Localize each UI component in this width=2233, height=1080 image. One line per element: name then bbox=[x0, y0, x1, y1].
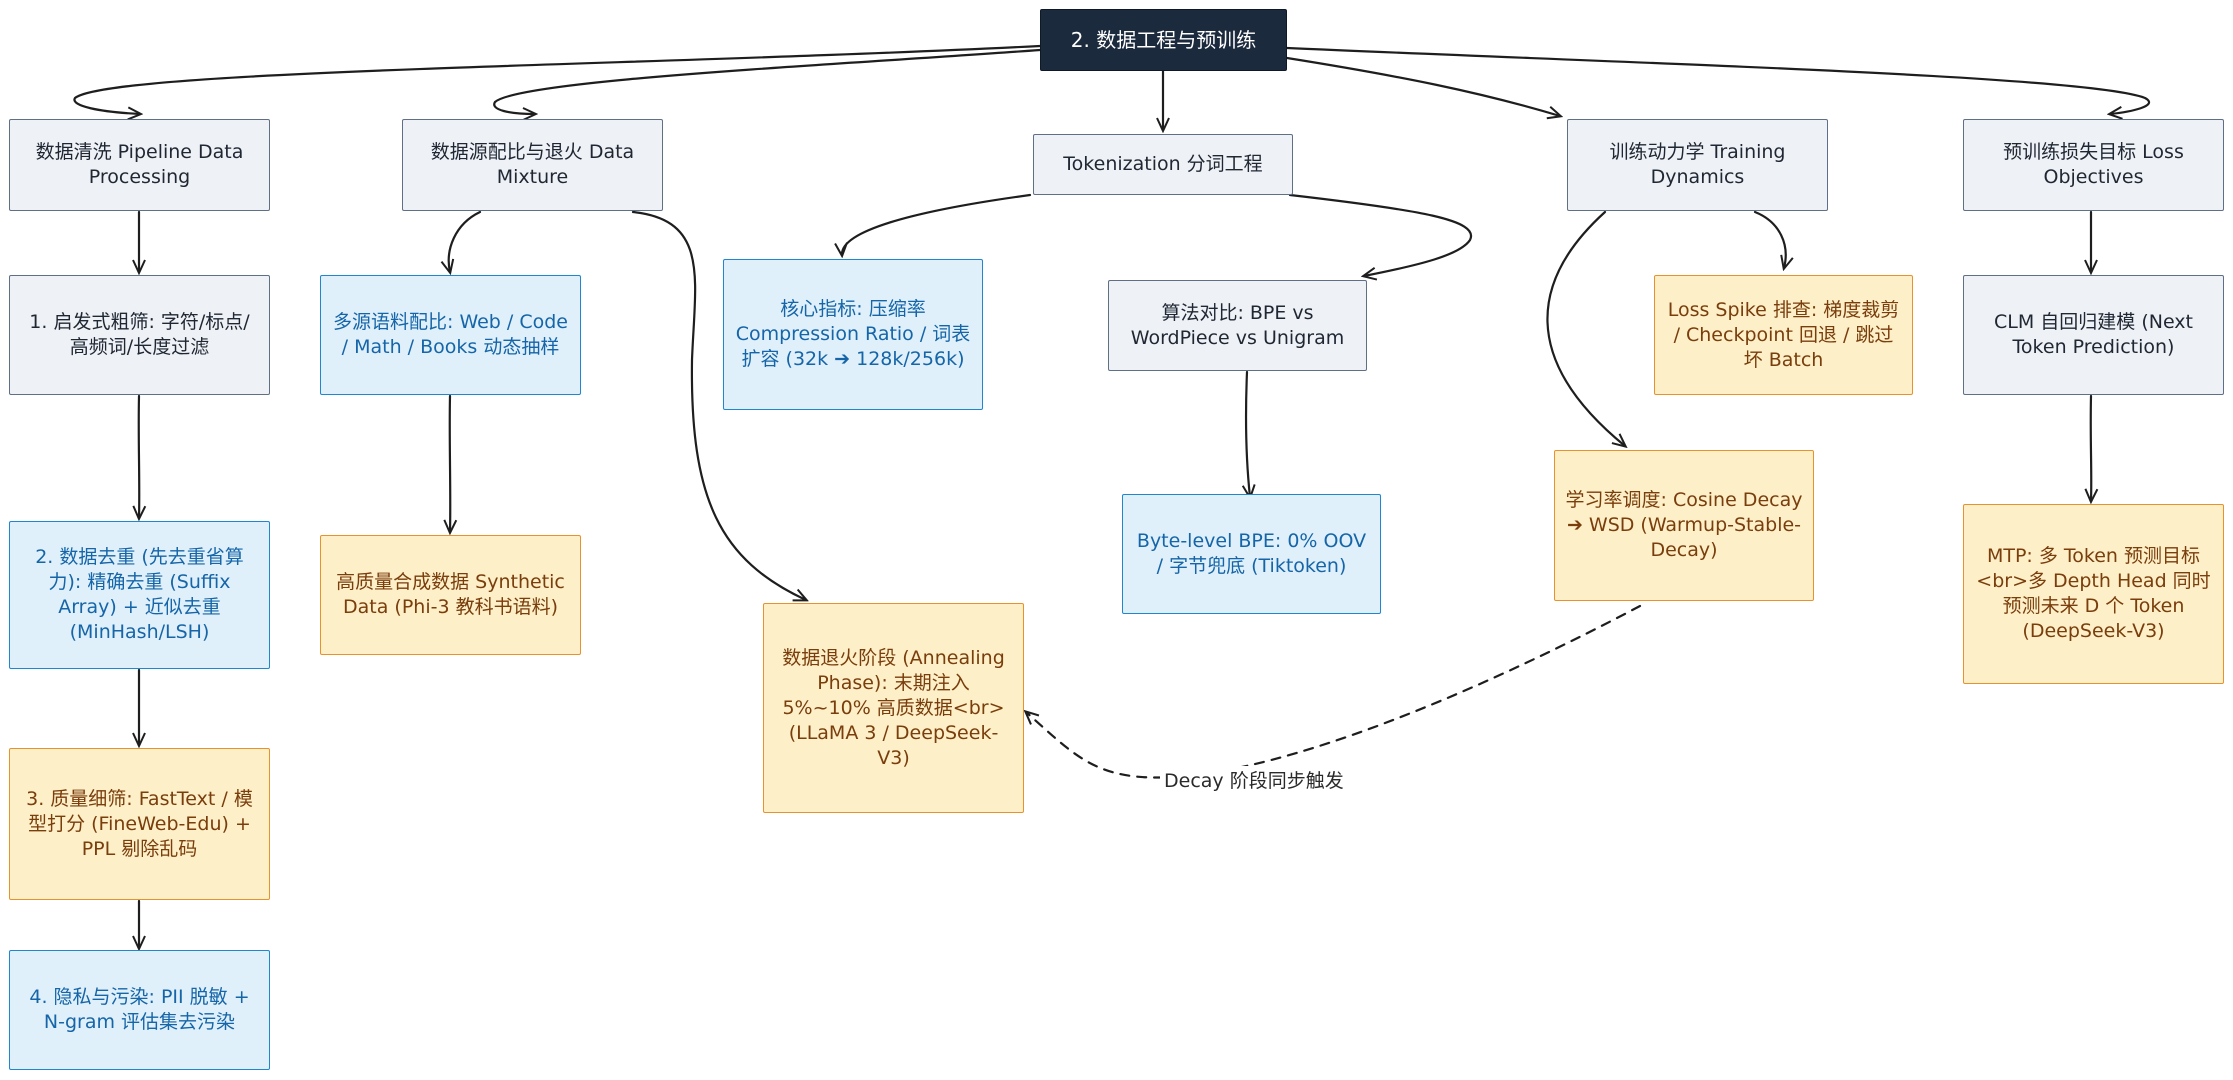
edge-mixture-annealing bbox=[631, 210, 806, 600]
edge-tokenization-algo bbox=[1288, 193, 1473, 276]
node-clm-label: CLM 自回归建模 (Next Token Prediction) bbox=[1994, 311, 2193, 358]
branch-mixture[interactable]: 数据源配比与退火 Data Mixture bbox=[402, 119, 663, 211]
edge-clm-mtp bbox=[2091, 394, 2092, 501]
node-privacy-contamination-label: 4. 隐私与污染: PII 脱敏 + N-gram 评估集去污染 bbox=[29, 986, 250, 1033]
node-compression-ratio[interactable]: 核心指标: 压缩率 Compression Ratio / 词表扩容 (32k … bbox=[723, 259, 983, 410]
branch-dynamics[interactable]: 训练动力学 Training Dynamics bbox=[1567, 119, 1828, 211]
branch-tokenization-label: Tokenization 分词工程 bbox=[1063, 153, 1263, 175]
edge-multisource-synthetic bbox=[450, 394, 451, 532]
node-mtp[interactable]: MTP: 多 Token 预测目标 <br>多 Depth Head 同时预测未… bbox=[1963, 504, 2224, 684]
node-annealing-phase[interactable]: 数据退火阶段 (Annealing Phase): 末期注入 5%~10% 高质… bbox=[763, 603, 1024, 813]
node-heuristic-filter[interactable]: 1. 启发式粗筛: 字符/标点/高频词/长度过滤 bbox=[9, 275, 270, 395]
edge-tokenization-compression bbox=[842, 193, 1032, 255]
node-quality-filter-label: 3. 质量细筛: FastText / 模型打分 (FineWeb-Edu) +… bbox=[26, 787, 253, 860]
node-quality-filter[interactable]: 3. 质量细筛: FastText / 模型打分 (FineWeb-Edu) +… bbox=[9, 748, 270, 900]
node-clm[interactable]: CLM 自回归建模 (Next Token Prediction) bbox=[1963, 275, 2224, 395]
branch-cleaning[interactable]: 数据清洗 Pipeline Data Processing bbox=[9, 119, 270, 211]
branch-mixture-label: 数据源配比与退火 Data Mixture bbox=[430, 141, 635, 188]
node-heuristic-filter-label: 1. 启发式粗筛: 字符/标点/高频词/长度过滤 bbox=[29, 311, 250, 358]
edge-mixture-multisource bbox=[449, 210, 482, 272]
node-compression-ratio-label: 核心指标: 压缩率 Compression Ratio / 词表扩容 (32k … bbox=[735, 298, 971, 370]
node-byte-level-bpe-label: Byte-level BPE: 0% OOV / 字节兜底 (Tiktoken) bbox=[1136, 530, 1367, 577]
node-privacy-contamination[interactable]: 4. 隐私与污染: PII 脱敏 + N-gram 评估集去污染 bbox=[9, 950, 270, 1070]
node-byte-level-bpe[interactable]: Byte-level BPE: 0% OOV / 字节兜底 (Tiktoken) bbox=[1122, 494, 1381, 614]
root-label: 2. 数据工程与预训练 bbox=[1070, 27, 1257, 52]
branch-tokenization[interactable]: Tokenization 分词工程 bbox=[1033, 134, 1293, 195]
root-node[interactable]: 2. 数据工程与预训练 bbox=[1040, 9, 1287, 71]
edge-root-mixture bbox=[493, 48, 1042, 114]
edge-lrsched-annealing bbox=[1026, 604, 1642, 779]
branch-dynamics-label: 训练动力学 Training Dynamics bbox=[1609, 141, 1786, 188]
edge-label-decay-trigger: Decay 阶段同步触发 bbox=[1160, 766, 1348, 793]
node-annealing-phase-label: 数据退火阶段 (Annealing Phase): 末期注入 5%~10% 高质… bbox=[782, 646, 1005, 769]
node-loss-spike-label: Loss Spike 排查: 梯度裁剪 / Checkpoint 回退 / 跳过… bbox=[1667, 298, 1900, 371]
node-multisource-mix-label: 多源语料配比: Web / Code / Math / Books 动态抽样 bbox=[333, 311, 568, 358]
edge-heuristic-dedup bbox=[139, 394, 140, 518]
node-multisource-mix[interactable]: 多源语料配比: Web / Code / Math / Books 动态抽样 bbox=[320, 275, 581, 395]
branch-objectives-label: 预训练损失目标 Loss Objectives bbox=[2003, 141, 2184, 188]
edge-dynamics-lossspike bbox=[1753, 210, 1786, 268]
node-loss-spike[interactable]: Loss Spike 排查: 梯度裁剪 / Checkpoint 回退 / 跳过… bbox=[1654, 275, 1913, 395]
node-algorithm-compare[interactable]: 算法对比: BPE vs WordPiece vs Unigram bbox=[1108, 280, 1367, 371]
node-algorithm-compare-label: 算法对比: BPE vs WordPiece vs Unigram bbox=[1130, 301, 1345, 349]
edge-algo-bytebpe bbox=[1246, 370, 1250, 497]
branch-objectives[interactable]: 预训练损失目标 Loss Objectives bbox=[1963, 119, 2224, 211]
node-deduplication[interactable]: 2. 数据去重 (先去重省算力): 精确去重 (Suffix Array) + … bbox=[9, 521, 270, 669]
node-lr-schedule[interactable]: 学习率调度: Cosine Decay ➔ WSD (Warmup-Stable… bbox=[1554, 450, 1814, 601]
edge-dynamics-lrsched bbox=[1546, 210, 1625, 446]
node-mtp-label: MTP: 多 Token 预测目标 <br>多 Depth Head 同时预测未… bbox=[1976, 545, 2211, 642]
node-synthetic-data-label: 高质量合成数据 Synthetic Data (Phi-3 教科书语料) bbox=[336, 571, 565, 618]
edge-root-objectives bbox=[1285, 46, 2151, 114]
branch-cleaning-label: 数据清洗 Pipeline Data Processing bbox=[35, 141, 244, 188]
edge-root-cleaning bbox=[73, 44, 1042, 114]
node-lr-schedule-label: 学习率调度: Cosine Decay ➔ WSD (Warmup-Stable… bbox=[1565, 489, 1803, 561]
node-synthetic-data[interactable]: 高质量合成数据 Synthetic Data (Phi-3 教科书语料) bbox=[320, 535, 581, 655]
node-deduplication-label: 2. 数据去重 (先去重省算力): 精确去重 (Suffix Array) + … bbox=[35, 546, 244, 643]
edge-root-dynamics bbox=[1285, 56, 1560, 116]
